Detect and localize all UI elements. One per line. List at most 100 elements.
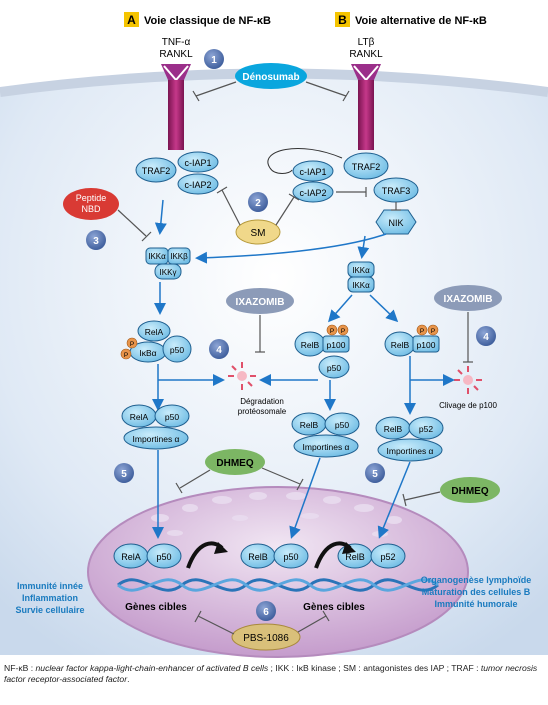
p100-b bbox=[412, 335, 440, 353]
dna-helix bbox=[117, 578, 439, 592]
svg-text:Immunité humorale: Immunité humorale bbox=[434, 599, 517, 609]
genes-cibles-right: Gènes cibles bbox=[303, 602, 365, 613]
denosumab-inhibition-lines bbox=[192, 81, 350, 102]
pbs-1086-label: PBS-1086 bbox=[243, 633, 289, 644]
svg-text:5: 5 bbox=[372, 469, 378, 480]
proteasome-burst-right bbox=[454, 366, 482, 394]
ixazomib-right bbox=[434, 285, 502, 311]
p50-nuc-mid bbox=[273, 543, 309, 569]
rela-imp-label: RelA bbox=[130, 412, 149, 422]
importins-right-label: Importines α bbox=[387, 446, 434, 456]
phospho-6 bbox=[427, 324, 439, 336]
phospho-5-label: P bbox=[420, 328, 424, 335]
ikkb-label: IKKβ bbox=[170, 252, 188, 261]
dhmeq-right-label: DHMEQ bbox=[451, 486, 488, 497]
ciap2-right bbox=[292, 181, 334, 203]
p100-a-label: p100 bbox=[327, 340, 346, 350]
number-badge-5-right: 5 bbox=[365, 463, 385, 483]
ciap1-right bbox=[292, 160, 334, 182]
peptide-label-1: Peptide bbox=[76, 193, 107, 203]
relb-imp-right-label: RelB bbox=[384, 424, 403, 434]
nuclear-pores bbox=[151, 492, 402, 537]
dhmeq-mid-label: DHMEQ bbox=[216, 458, 253, 469]
p100-b-label: p100 bbox=[417, 340, 436, 350]
phospho-1-label: P bbox=[130, 341, 134, 348]
dhmeq-mid bbox=[205, 449, 265, 475]
rela-nuc-label: RelA bbox=[121, 552, 141, 562]
ciap2-right-label: c-IAP2 bbox=[299, 188, 326, 198]
nik-label: NIK bbox=[388, 218, 403, 228]
sm-label: SM bbox=[251, 228, 266, 239]
p50-cyto-left bbox=[162, 335, 192, 363]
svg-text:Voie classique de NF-κB: Voie classique de NF-κB bbox=[144, 15, 271, 27]
svg-text:Voie alternative de NF-κB: Voie alternative de NF-κB bbox=[355, 15, 487, 27]
phospho-1 bbox=[126, 337, 138, 349]
p50-nuc-left bbox=[146, 543, 182, 569]
rela-cyto bbox=[137, 320, 171, 342]
traf3-label: TRAF3 bbox=[382, 186, 411, 196]
ikka-left-label: IKKα bbox=[148, 252, 166, 261]
phospho-2-label: P bbox=[124, 352, 128, 359]
svg-text:Inflammation: Inflammation bbox=[22, 593, 78, 603]
ikkg bbox=[154, 263, 182, 280]
relb-b-label: RelB bbox=[391, 340, 410, 350]
ciap1-left bbox=[177, 151, 219, 173]
p50-imp-mid bbox=[324, 412, 360, 436]
p52-nuc-right-label: p52 bbox=[380, 552, 395, 562]
sm-drug bbox=[235, 219, 281, 245]
importins-mid bbox=[293, 434, 359, 458]
ciap2-left bbox=[177, 173, 219, 195]
number-badge-4-left: 4 bbox=[209, 339, 229, 359]
phospho-6-label: P bbox=[431, 328, 435, 335]
outcome-right: Organogenèse lymphoïde Maturation des ce… bbox=[421, 575, 532, 609]
svg-text:B: B bbox=[338, 13, 347, 27]
degradation-label-2: protéosomale bbox=[238, 407, 287, 416]
ikka-right-1-label: IKKα bbox=[352, 266, 370, 275]
p50-imp-left bbox=[154, 404, 190, 428]
importins-right bbox=[377, 438, 443, 462]
svg-text:1: 1 bbox=[211, 55, 217, 66]
panel-b-header: B Voie alternative de NF-κB bbox=[335, 12, 487, 27]
svg-text:Organogenèse lymphoïde: Organogenèse lymphoïde bbox=[421, 575, 532, 585]
traf2-right bbox=[343, 152, 389, 180]
traf2-left-label: TRAF2 bbox=[142, 166, 171, 176]
clivage-label: Clivage de p100 bbox=[439, 401, 497, 410]
panel-a-header: A Voie classique de NF-κB bbox=[124, 12, 271, 27]
relb-nuc-mid-label: RelB bbox=[248, 552, 268, 562]
phospho-5 bbox=[416, 324, 428, 336]
number-badge-1: 1 bbox=[204, 49, 224, 69]
ciap1-left-label: c-IAP1 bbox=[184, 158, 211, 168]
p50-imp-left-label: p50 bbox=[165, 412, 179, 422]
ligand-ltb: LTβ bbox=[358, 37, 375, 48]
pbs-1086-drug bbox=[231, 623, 301, 651]
number-badge-6: 6 bbox=[256, 601, 276, 621]
traf2-right-label: TRAF2 bbox=[352, 162, 381, 172]
ciap2-left-label: c-IAP2 bbox=[184, 180, 211, 190]
phospho-3-label: P bbox=[330, 328, 334, 335]
phospho-2 bbox=[120, 348, 132, 360]
nucleus bbox=[87, 486, 469, 658]
ligand-rankl-left: RANKL bbox=[159, 49, 193, 60]
relb-a-label: RelB bbox=[301, 340, 320, 350]
ikka-right-2 bbox=[347, 276, 375, 293]
genes-cibles-left: Gènes cibles bbox=[125, 602, 187, 613]
ikkb bbox=[167, 247, 191, 265]
ikka-right-2-label: IKKα bbox=[352, 281, 370, 290]
degradation-label-1: Dégradation bbox=[240, 397, 284, 406]
ciap1-right-label: c-IAP1 bbox=[299, 167, 326, 177]
svg-text:Immunité innée: Immunité innée bbox=[17, 581, 83, 591]
ikba-label: IκBα bbox=[139, 348, 156, 358]
outcome-left: Immunité innée Inflammation Survie cellu… bbox=[15, 581, 84, 615]
ligand-rankl-right: RANKL bbox=[349, 49, 383, 60]
p100-a bbox=[322, 335, 350, 353]
p52-imp-right bbox=[408, 416, 444, 440]
p50-imp-mid-label: p50 bbox=[335, 420, 349, 430]
svg-text:4: 4 bbox=[483, 332, 489, 343]
peptide-label-2: NBD bbox=[81, 204, 101, 214]
ixazomib-left-label: IXAZOMIB bbox=[236, 297, 285, 308]
p52-nuc-right bbox=[370, 543, 406, 569]
svg-text:Survie cellulaire: Survie cellulaire bbox=[15, 605, 84, 615]
number-badge-5-left: 5 bbox=[114, 463, 134, 483]
ixazomib-left bbox=[226, 288, 294, 314]
receptor-right bbox=[351, 64, 381, 150]
